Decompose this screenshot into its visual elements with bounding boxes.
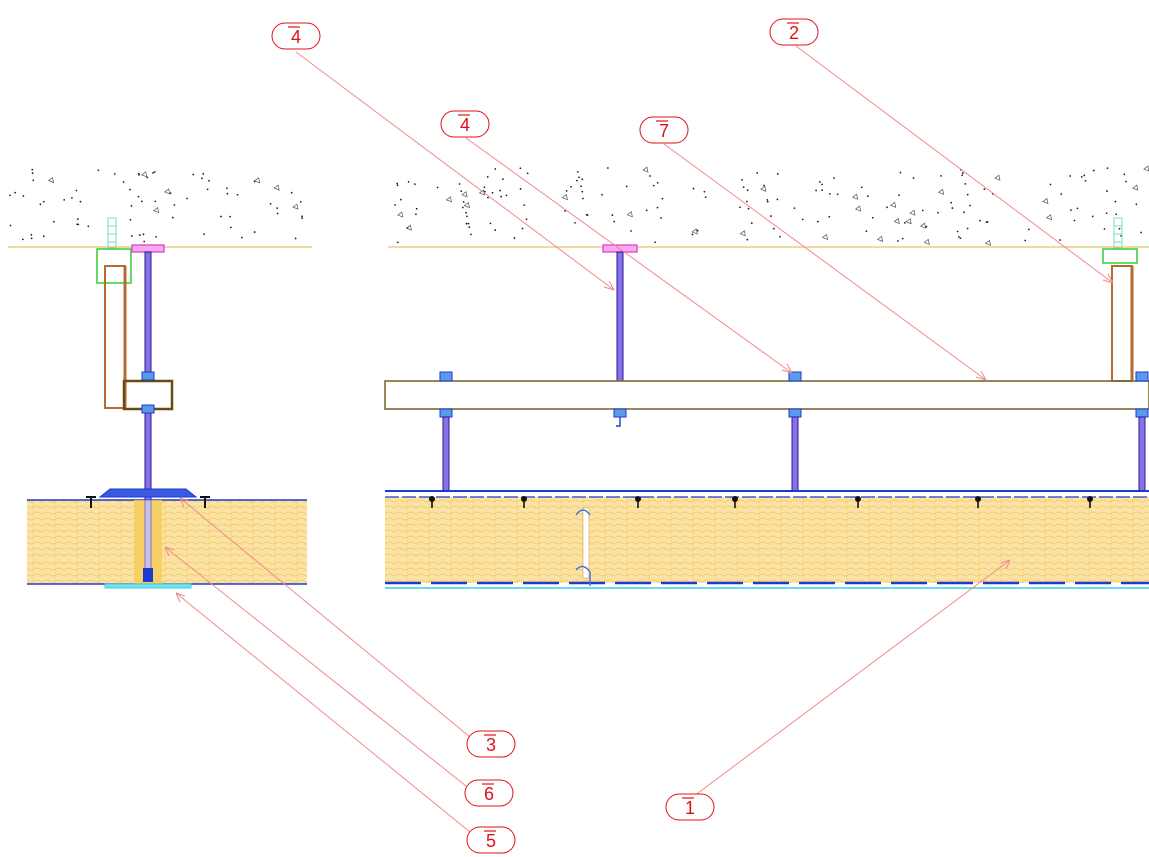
right-section-detail xyxy=(384,217,1149,589)
callout-label: 7 xyxy=(659,121,669,141)
hanger-rod-right xyxy=(616,251,624,382)
concrete-slab-left xyxy=(8,168,312,248)
sandwich-panel-left xyxy=(27,488,307,589)
callout-tag-6: 6 xyxy=(464,779,514,807)
left-section-detail xyxy=(27,217,307,589)
main-beam-right xyxy=(384,380,1149,410)
callout-label: 1 xyxy=(685,798,695,818)
callout-label: 4 xyxy=(460,115,470,135)
callout-label: 2 xyxy=(789,23,799,43)
callout-tag-4-top: 4 xyxy=(271,22,321,50)
callout-label: 5 xyxy=(486,831,496,851)
sandwich-panel-right xyxy=(385,490,1149,589)
wood-post-right xyxy=(1111,265,1133,382)
callout-tag-1: 1 xyxy=(665,793,715,821)
anchor-bracket-right xyxy=(1102,217,1138,264)
callout-tag-7: 7 xyxy=(639,116,689,144)
callout-label: 4 xyxy=(291,27,301,47)
wood-post-left xyxy=(104,265,126,409)
anchor-bracket-left xyxy=(96,217,132,284)
callout-label: 6 xyxy=(484,784,494,804)
callout-label: 3 xyxy=(486,735,496,755)
concrete-slab-right xyxy=(388,165,1149,248)
hanger-plate-left xyxy=(131,244,165,253)
leader-lines xyxy=(164,45,1114,833)
callout-tag-3: 3 xyxy=(466,730,516,758)
hanger-rod-left xyxy=(144,251,152,381)
callout-tag-2: 2 xyxy=(769,18,819,46)
callout-tag-4-mid: 4 xyxy=(440,110,490,138)
callout-tag-5: 5 xyxy=(466,826,516,854)
